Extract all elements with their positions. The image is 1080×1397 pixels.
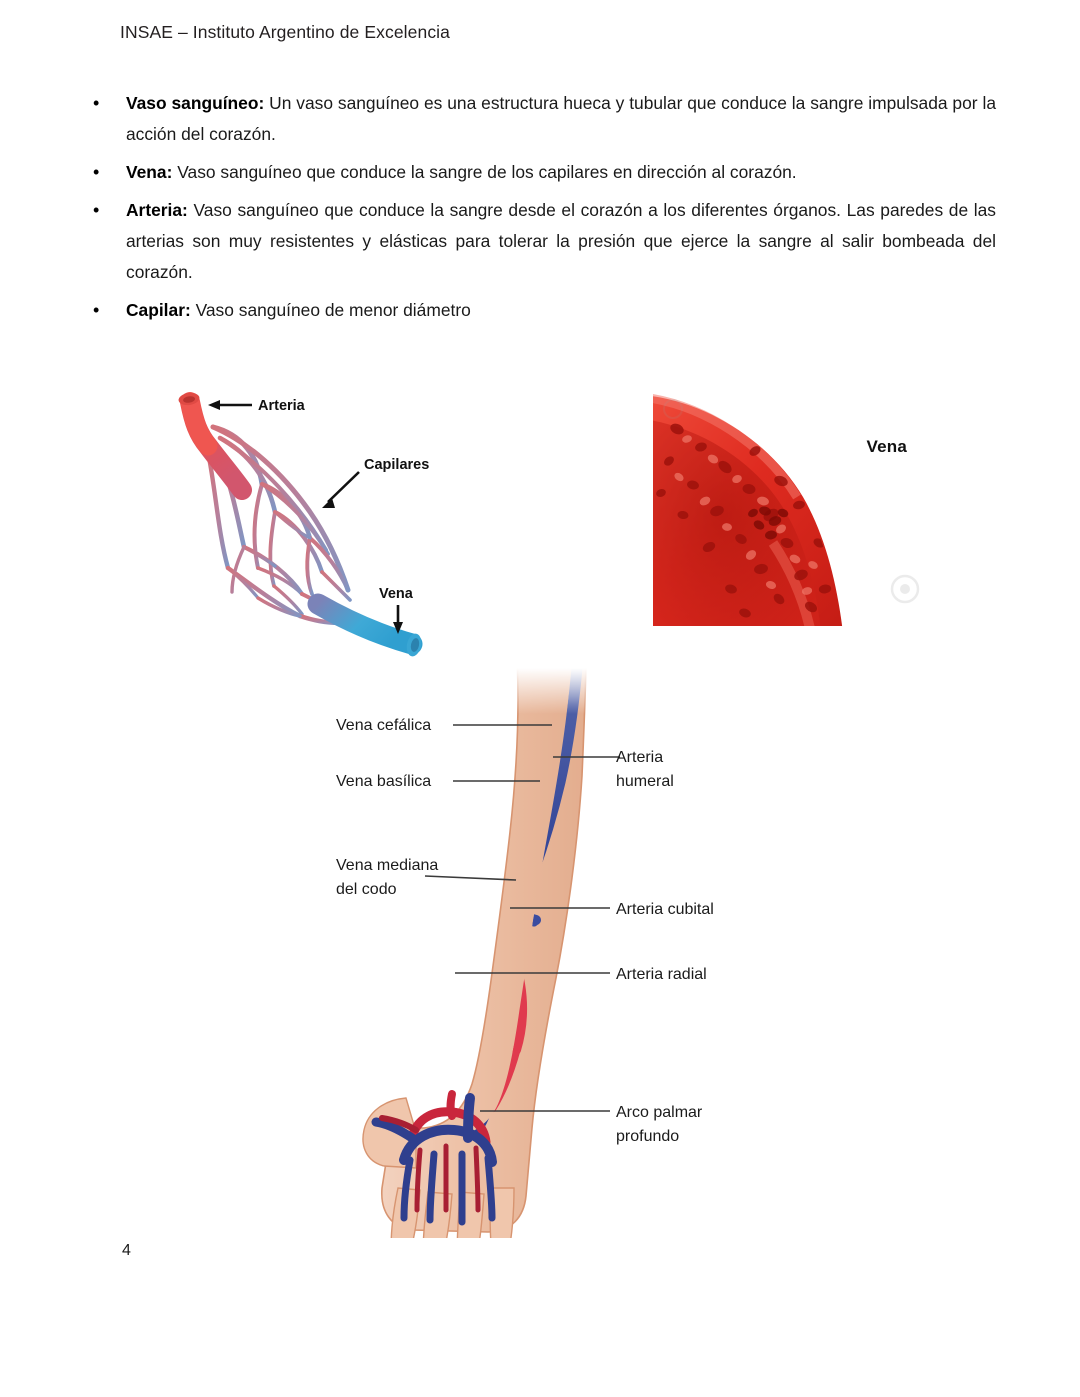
- artery-vessel: [180, 392, 252, 500]
- capillary-network: [205, 424, 353, 625]
- arm-vasculature-figure: Vena cefálica Vena basílica Vena mediana…: [320, 668, 750, 1238]
- definition-text: Vaso sanguíneo que conduce la sangre des…: [126, 200, 996, 282]
- label-arteria: Arteria: [208, 398, 306, 414]
- bullet-marker-icon: •: [93, 300, 100, 320]
- label-arteria-cubital: Arteria cubital: [616, 901, 714, 918]
- vein-lumen-opening: [406, 633, 422, 657]
- basilic-vein: [526, 668, 584, 882]
- capillary-label-capillaries: Capilares: [364, 457, 429, 473]
- median-cubital-vein: [465, 879, 541, 925]
- label-vena-mediana-2: del codo: [336, 881, 397, 898]
- brachial-artery-wedge: [486, 772, 534, 900]
- term-label: Vaso sanguíneo:: [126, 93, 265, 113]
- list-item: • Arteria: Vaso sanguíneo que conduce la…: [88, 195, 996, 288]
- radial-artery: [487, 907, 528, 1055]
- label-arco-palmar-2: profundo: [616, 1128, 679, 1145]
- blood-vessels: [436, 668, 584, 1136]
- hand-vessels: [371, 1090, 497, 1226]
- body-content: • Vaso sanguíneo: Un vaso sanguíneo es u…: [88, 88, 996, 333]
- label-capilares: Capilares: [322, 457, 429, 508]
- thumb-vein: [371, 1117, 417, 1143]
- list-item: • Vena: Vaso sanguíneo que conduce la sa…: [88, 157, 996, 188]
- definition-vena: Vena: Vaso sanguíneo que conduce la sang…: [126, 157, 996, 188]
- label-vena: Vena: [379, 586, 414, 634]
- arm-labels: Vena cefálica Vena basílica Vena mediana…: [336, 717, 714, 1145]
- ulnar-artery: [448, 898, 494, 1118]
- arm-outline: [381, 668, 587, 1233]
- palmar-venous-arch: [399, 1124, 497, 1167]
- label-arteria-humeral-2: humeral: [616, 773, 674, 790]
- vein-vessel: [307, 593, 423, 655]
- label-arteria-humeral-1: Arteria: [616, 749, 663, 766]
- deep-palmar-arch: [407, 1107, 491, 1147]
- top-fade: [470, 668, 640, 714]
- arrow-downleft-icon: [322, 498, 335, 508]
- vein-photo-figure: Vena: [653, 393, 925, 626]
- list-item: • Vaso sanguíneo: Un vaso sanguíneo es u…: [88, 88, 996, 150]
- brachial-artery: [482, 754, 538, 910]
- label-vena-cefalica: Vena cefálica: [336, 717, 431, 734]
- list-item: • Capilar: Vaso sanguíneo de menor diáme…: [88, 295, 996, 326]
- arrow-left-icon: [208, 400, 220, 410]
- definition-vaso-sanguineo: Vaso sanguíneo: Un vaso sanguíneo es una…: [126, 88, 996, 150]
- label-arteria-radial: Arteria radial: [616, 966, 707, 983]
- term-label: Capilar:: [126, 300, 191, 320]
- deep-forearm-vein: [470, 870, 538, 1136]
- definition-arteria: Arteria: Vaso sanguíneo que conduce la s…: [126, 195, 996, 288]
- term-label: Arteria:: [126, 200, 188, 220]
- leader-lines: [424, 724, 620, 1112]
- bullet-marker-icon: •: [93, 200, 100, 220]
- label-vena-mediana-1: Vena mediana: [336, 857, 438, 874]
- red-blood-cells: [656, 423, 832, 618]
- thumb-artery: [379, 1115, 419, 1133]
- capillary-label-vein: Vena: [379, 586, 414, 602]
- arm-silhouette: [362, 668, 587, 1238]
- document-header: INSAE – Instituto Argentino de Excelenci…: [120, 22, 450, 42]
- page-number: 4: [122, 1242, 131, 1259]
- bullet-marker-icon: •: [93, 93, 100, 113]
- term-label: Vena:: [126, 162, 173, 182]
- cephalic-vein: [436, 668, 550, 1110]
- fingers: [390, 1187, 515, 1238]
- artery-lumen-opening: [178, 392, 200, 406]
- vein-lumen: [653, 420, 821, 626]
- capillary-label-artery: Arteria: [258, 398, 306, 414]
- vein-wall: [653, 396, 843, 626]
- photo-background: [653, 393, 925, 626]
- capillary-bed-figure: Arteria Capilares Vena: [150, 372, 480, 672]
- definition-text: Un vaso sanguíneo es una estructura huec…: [126, 93, 996, 144]
- arrow-down-icon: [393, 622, 403, 634]
- vein-photo-label: Vena: [866, 437, 907, 456]
- label-arco-palmar-1: Arco palmar: [616, 1104, 703, 1121]
- watermark: [663, 399, 920, 604]
- definition-text: Vaso sanguíneo de menor diámetro: [190, 300, 471, 320]
- label-vena-basilica: Vena basílica: [336, 773, 431, 790]
- definition-text: Vaso sanguíneo que conduce la sangre de …: [172, 162, 797, 182]
- vein-cross-section-illustration: [653, 394, 843, 626]
- bullet-marker-icon: •: [93, 162, 100, 182]
- thumb: [362, 1097, 417, 1169]
- digital-vessels: [400, 1143, 496, 1226]
- definition-capilar: Capilar: Vaso sanguíneo de menor diámetr…: [126, 295, 996, 326]
